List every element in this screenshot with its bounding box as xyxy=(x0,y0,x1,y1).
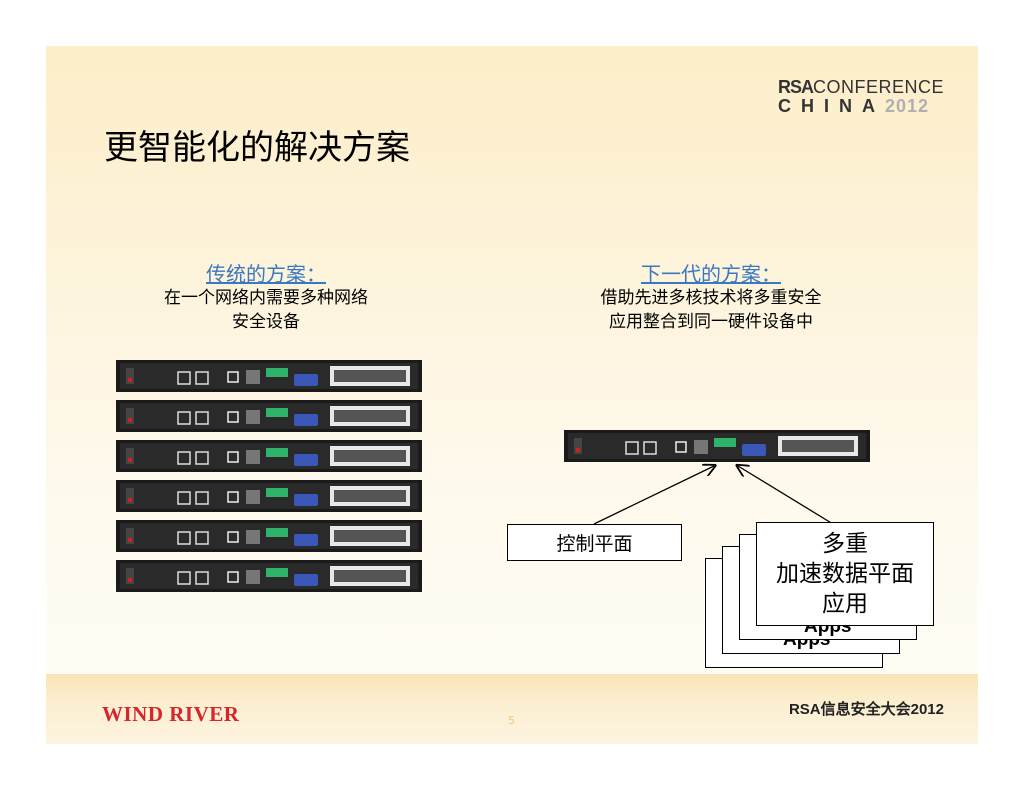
unified-device xyxy=(564,430,870,462)
front-card-line3: 应用 xyxy=(822,591,868,617)
right-description: 借助先进多核技术将多重安全 应用整合到同一硬件设备中 xyxy=(551,286,871,334)
right-heading: 下一代的方案： xyxy=(641,262,781,286)
page-number: 5 xyxy=(508,714,515,727)
page-title: 更智能化的解决方案 xyxy=(104,128,410,168)
logo-rsa: RSA xyxy=(777,77,814,97)
left-heading: 传统的方案： xyxy=(206,262,326,286)
network-appliance xyxy=(116,480,422,512)
network-appliance xyxy=(116,560,422,592)
network-appliance xyxy=(116,360,422,392)
app-card-front: 多重 加速数据平面 应用 xyxy=(756,522,934,626)
front-card-line2: 加速数据平面 xyxy=(776,561,914,587)
wind-river-logo: WIND RIVER xyxy=(102,702,240,726)
front-card-line1: 多重 xyxy=(822,531,868,557)
logo-year: 2012 xyxy=(884,96,930,116)
network-appliance xyxy=(116,400,422,432)
arrow-control-to-device xyxy=(593,466,714,525)
left-desc-line1: 在一个网络内需要多种网络 xyxy=(164,288,368,308)
right-desc-line1: 借助先进多核技术将多重安全 xyxy=(600,288,822,308)
arrow-apps-to-device xyxy=(738,466,834,525)
event-name: RSA信息安全大会2012 xyxy=(788,701,944,718)
right-desc-line2: 应用整合到同一硬件设备中 xyxy=(609,312,813,332)
arrows-layer xyxy=(593,46,834,525)
network-appliance xyxy=(116,520,422,552)
slide: RSACONFERENCE CHINA2012 更智能化的解决方案 传统的方案：… xyxy=(46,46,978,744)
logo-china: CHINA xyxy=(777,96,885,116)
footer-band xyxy=(46,674,978,744)
left-description: 在一个网络内需要多种网络 安全设备 xyxy=(116,286,416,334)
control-plane-box: 控制平面 xyxy=(507,524,682,561)
rsa-conference-logo: RSACONFERENCE CHINA2012 xyxy=(778,78,944,116)
network-appliance xyxy=(116,440,422,472)
logo-conference: CONFERENCE xyxy=(812,77,944,97)
left-desc-line2: 安全设备 xyxy=(232,312,300,332)
